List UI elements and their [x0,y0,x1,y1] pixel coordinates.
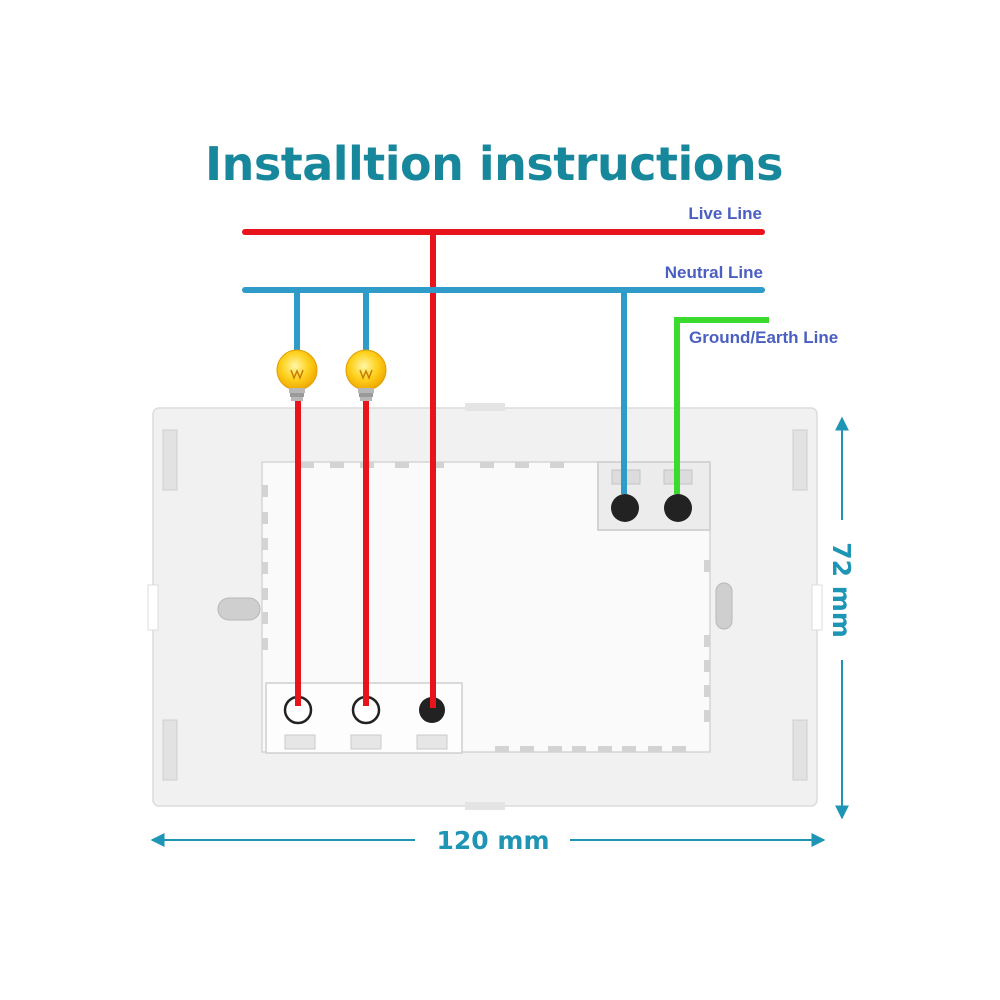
light-bulb-2-icon [345,349,387,401]
terminal-neutral [611,494,639,522]
width-dimension: 120 mm [150,826,826,855]
live-line-label: Live Line [688,204,762,223]
width-dimension-label: 120 mm [437,826,550,855]
ground-line [674,317,769,494]
light-bulb-1-icon [276,349,318,401]
height-dimension-label: 72 mm [827,542,856,638]
height-dimension: 72 mm [827,416,856,820]
neutral-ground-terminal-block [597,461,711,531]
terminal-ground [664,494,692,522]
terminal-live [419,697,445,723]
page-title: Installtion instructions [205,137,783,191]
ground-line-label: Ground/Earth Line [689,328,838,347]
wires [242,229,769,708]
neutral-line-label: Neutral Line [665,263,763,282]
